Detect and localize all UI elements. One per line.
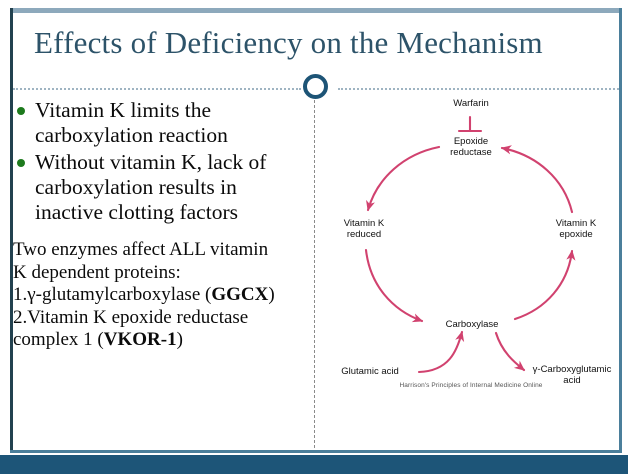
bullet-list: Vitamin K limits the carboxylation react… — [13, 98, 309, 225]
slide-border-top — [10, 8, 622, 13]
cycle-arrows-svg — [364, 115, 576, 374]
node-warfarin: Warfarin — [453, 98, 489, 109]
arrow-vitamin-k-reduced-to-carboxylase — [364, 248, 424, 323]
arrow-carboxylase-to-carboxyglutamic-acid — [494, 331, 526, 372]
diagram-credit: Harrison's Principles of Internal Medici… — [399, 382, 543, 389]
circle-ornament-icon — [303, 74, 328, 99]
arrow-vitamin-k-epoxide-to-epoxide-reductase — [500, 145, 574, 214]
node-epoxide-reductase-line-1: Epoxide — [453, 136, 489, 147]
enzyme-item-2-line-2: complex 1 (VKOR-1) — [13, 329, 309, 352]
vitamin-k-cycle-diagram: Warfarin Epoxide reductase Vitamin K red… — [318, 98, 624, 448]
node-vitamin-k-epoxide-line-1: Vitamin K — [555, 218, 597, 229]
enzymes-paragraph: Two enzymes affect ALL vitamin K depende… — [13, 239, 309, 352]
list-item: Vitamin K limits the carboxylation react… — [13, 98, 309, 148]
enzyme-item-1-prefix: 1.γ-glutamylcarboxylase ( — [13, 284, 212, 305]
enzyme-item-2-prefix: complex 1 ( — [13, 329, 104, 350]
node-carboxyglutamic-acid-line-2: acid — [563, 375, 581, 386]
enzymes-intro-line-2: K dependent proteins: — [13, 261, 181, 283]
bullet-text: Without vitamin K, lack of carboxylation… — [35, 150, 267, 224]
enzyme-item-1-suffix: ) — [268, 284, 275, 305]
node-vitamin-k-epoxide-line-2: epoxide — [559, 229, 593, 240]
title-divider-right — [338, 88, 619, 90]
bullet-dot-icon — [17, 159, 25, 167]
node-vitamin-k-reduced-line-2: reduced — [346, 229, 382, 240]
arrow-carboxylase-to-vitamin-k-epoxide — [513, 249, 576, 321]
bullet-text: Vitamin K limits the carboxylation react… — [35, 98, 228, 147]
enzyme-item-1-abbr: GGCX — [211, 284, 269, 305]
slide-border-left — [10, 8, 13, 453]
enzyme-item-2-abbr: VKOR-1 — [103, 329, 177, 350]
enzyme-item-2-line-1: 2.Vitamin K epoxide reductase — [13, 306, 249, 328]
footer-band — [0, 455, 628, 474]
arrow-epoxide-reductase-to-vitamin-k-reduced — [366, 145, 441, 212]
arrow-glutamic-acid-to-carboxylase — [417, 330, 465, 374]
node-vitamin-k-reduced-line-1: Vitamin K — [343, 218, 385, 229]
enzyme-item-1: 1.γ-glutamylcarboxylase (GGCX) — [13, 284, 309, 307]
node-carboxyglutamic-acid-line-1: γ-Carboxyglutamic — [532, 364, 612, 375]
bullet-dot-icon — [17, 107, 25, 115]
left-content-column: Vitamin K limits the carboxylation react… — [13, 98, 309, 352]
node-carboxylase: Carboxylase — [445, 319, 499, 330]
node-glutamic-acid: Glutamic acid — [341, 366, 399, 377]
slide-border-bottom — [10, 450, 622, 453]
slide-title: Effects of Deficiency on the Mechanism — [34, 25, 543, 60]
node-epoxide-reductase-line-2: reductase — [450, 147, 492, 158]
slide-border-right — [619, 8, 622, 453]
column-divider — [314, 100, 315, 448]
list-item: Without vitamin K, lack of carboxylation… — [13, 150, 309, 225]
enzymes-intro-line-1: Two enzymes affect ALL vitamin — [13, 239, 269, 260]
title-divider-left — [13, 88, 301, 90]
enzyme-item-2-suffix: ) — [176, 329, 183, 350]
